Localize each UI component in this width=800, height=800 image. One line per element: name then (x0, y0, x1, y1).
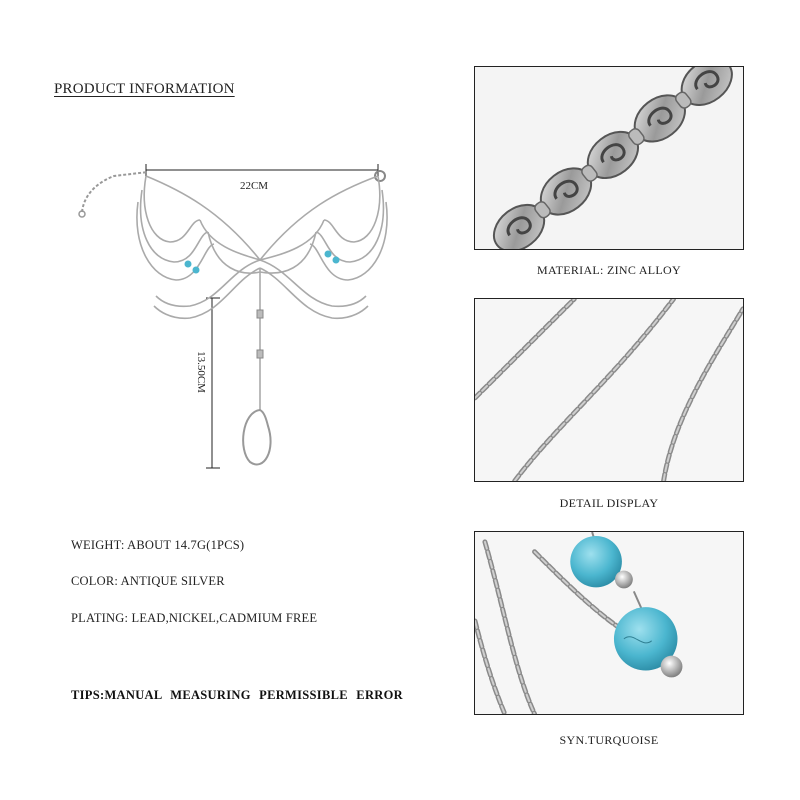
material-photo (474, 66, 744, 250)
swag-chains (136, 175, 388, 320)
page-title: PRODUCT INFORMATION (54, 81, 235, 97)
detail-photo (474, 298, 744, 482)
extender-chain (81, 171, 149, 213)
plating-spec: PLATING: LEAD,NICKEL,CADMIUM FREE (71, 611, 318, 625)
material-caption: MATERIAL: ZINC ALLOY (537, 263, 681, 277)
turquoise-caption: SYN.TURQUOISE (559, 733, 659, 747)
bead-icon (192, 266, 200, 274)
turquoise-bead-icon (613, 607, 678, 671)
anklet-drawing: 22CM 13.50CM (78, 164, 388, 469)
weight-spec: WEIGHT: ABOUT 14.7G(1PCS) (71, 538, 245, 552)
length-label: 13.50CM (195, 351, 207, 393)
turquoise-photo (474, 531, 744, 715)
color-spec: COLOR: ANTIQUE SILVER (71, 574, 225, 588)
bead-icon (332, 256, 340, 264)
toe-ring (242, 408, 272, 466)
detail-caption: DETAIL DISPLAY (559, 496, 659, 510)
clasp-icon (374, 170, 386, 182)
bead-icon (184, 260, 192, 268)
turquoise-bead-icon (570, 535, 622, 588)
measurement-tips: TIPS:MANUAL MEASURING PERMISSIBLE ERROR (71, 688, 403, 702)
width-label: 22CM (240, 180, 268, 192)
bead-icon (324, 250, 332, 258)
